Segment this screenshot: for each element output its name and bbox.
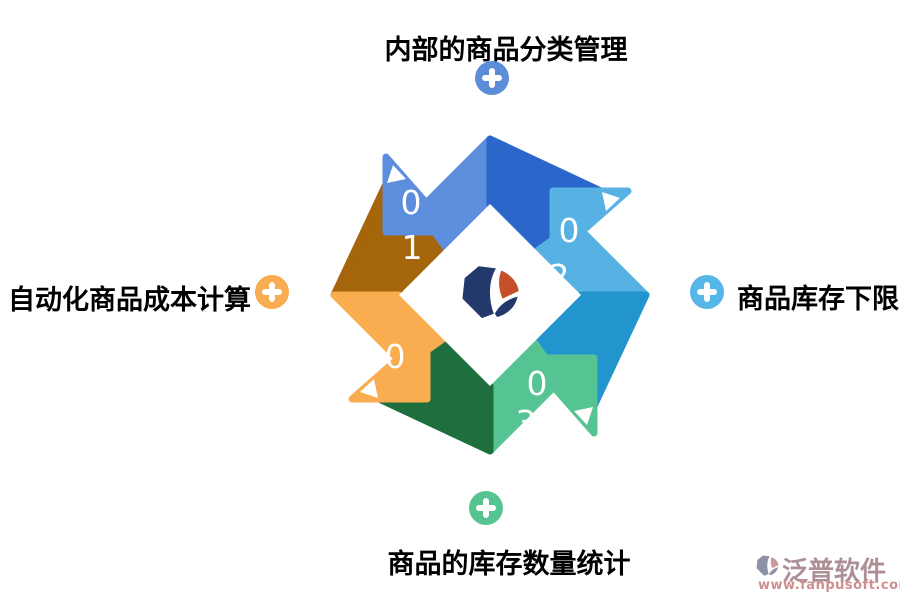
arrow-number-digit: 0	[385, 337, 406, 376]
plus-icon-right	[690, 275, 724, 309]
arrow-unit-02	[486, 135, 650, 299]
plus-icon-left	[255, 275, 289, 309]
arrow-number-digit: 0	[401, 183, 422, 222]
feature-label-bottom: 商品的库存数量统计	[387, 549, 631, 580]
watermark-url: www.fanpusoft.com	[758, 578, 900, 593]
cycle-arrows-diagram: 4 0 1 0 2 0 3 0	[330, 135, 650, 455]
fanpu-watermark-logo-icon	[756, 555, 779, 576]
arrow-unit-01	[330, 135, 494, 299]
feature-label-top: 内部的商品分类管理	[384, 35, 628, 66]
arrow-number-digit: 0	[527, 364, 548, 403]
fanpu-logo	[462, 266, 519, 319]
plus-icon-bottom	[469, 491, 503, 525]
feature-label-left: 自动化商品成本计算	[8, 285, 251, 316]
watermark-title: 泛普软件	[782, 557, 887, 587]
arrow-number-digit: 1	[402, 228, 423, 267]
plus-icon-top	[475, 61, 509, 95]
arrow-number-digit: 0	[559, 211, 580, 250]
arrow-number-digit: 3	[516, 403, 537, 442]
feature-label-right: 商品库存下限	[737, 284, 899, 315]
